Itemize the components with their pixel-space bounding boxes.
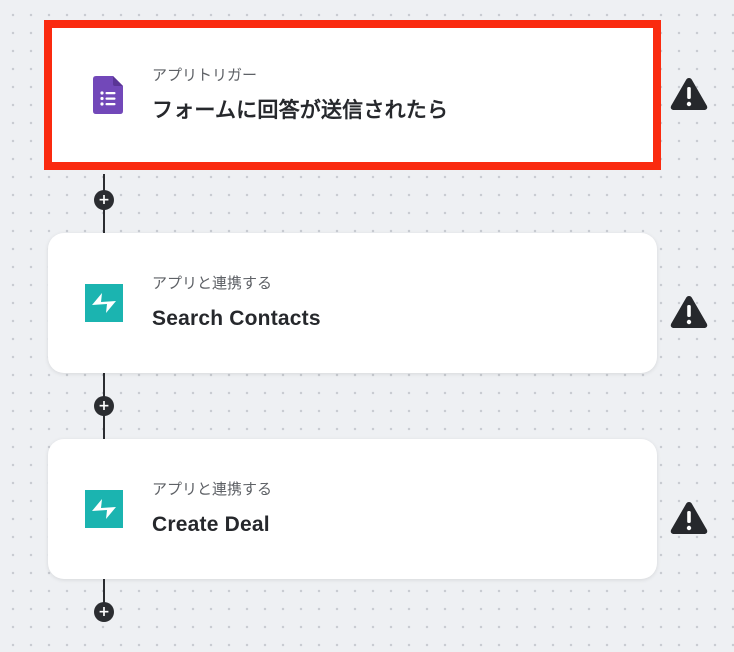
add-step-button[interactable]: + — [94, 190, 114, 210]
step-text: アプリトリガー フォームに回答が送信されたら — [152, 66, 448, 124]
step-title: Search Contacts — [152, 307, 321, 330]
add-step-button[interactable]: + — [94, 602, 114, 622]
warning-icon[interactable] — [669, 500, 709, 536]
flow-step-card-search-contacts[interactable]: アプリと連携する Search Contacts — [48, 233, 657, 373]
flow-step-card-create-deal[interactable]: アプリと連携する Create Deal — [48, 439, 657, 579]
step-title: フォームに回答が送信されたら — [152, 99, 449, 122]
step-kind-label: アプリトリガー — [152, 67, 258, 84]
flow-step-card-trigger[interactable]: アプリトリガー フォームに回答が送信されたら — [44, 20, 661, 170]
step-kind-label: アプリと連携する — [152, 275, 273, 292]
plus-icon: + — [98, 191, 110, 208]
google-forms-icon — [89, 76, 127, 114]
step-text: アプリと連携する Search Contacts — [152, 274, 321, 332]
plus-icon: + — [98, 603, 110, 620]
warning-icon[interactable] — [669, 76, 709, 112]
connector-line — [103, 578, 105, 612]
teal-crm-app-icon — [85, 284, 123, 322]
step-title: Create Deal — [152, 513, 270, 536]
step-text: アプリと連携する Create Deal — [152, 480, 272, 538]
plus-icon: + — [98, 397, 110, 414]
step-kind-label: アプリと連携する — [152, 481, 273, 498]
add-step-button[interactable]: + — [94, 396, 114, 416]
warning-icon[interactable] — [669, 294, 709, 330]
teal-crm-app-icon — [85, 490, 123, 528]
